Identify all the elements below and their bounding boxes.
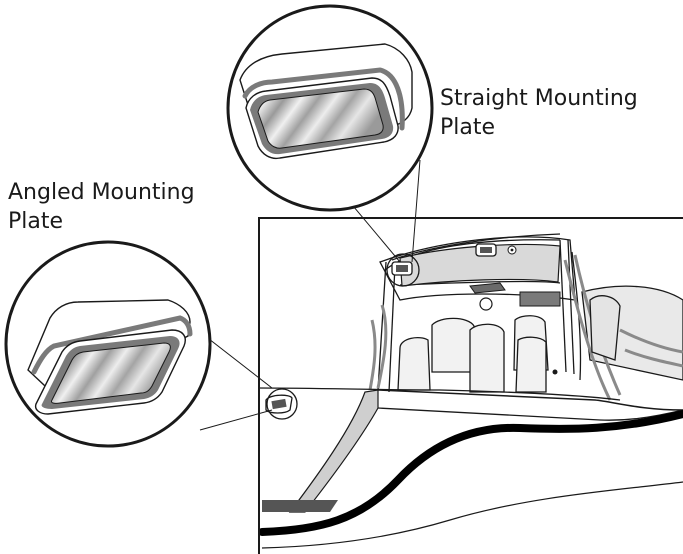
straight-label-line1: Straight Mounting [440, 86, 638, 111]
hull-top [377, 389, 683, 411]
angled-label-line2: Plate [8, 209, 64, 234]
seats [397, 295, 621, 393]
electronics-box [519, 291, 561, 307]
mounted-unit-top [475, 243, 497, 257]
gunwale-fitting [552, 369, 558, 375]
angled-plate-callout [4, 240, 212, 448]
canopy-underside [399, 243, 561, 287]
angled-label-line1: Angled Mounting [8, 180, 195, 205]
hull-side-panel [288, 389, 379, 513]
straight-plate-callout [226, 4, 434, 212]
target-circle-straight [386, 253, 420, 287]
steering-wheel [479, 297, 493, 311]
target-circle-angled [266, 388, 298, 420]
mounted-unit-angled [265, 394, 293, 414]
straight-mounting-plate-label: Straight Mounting Plate [440, 84, 638, 142]
mounted-unit-straight [391, 261, 413, 276]
angled-mounting-plate-label: Angled Mounting Plate [8, 178, 195, 236]
boat-illustration [259, 233, 683, 549]
hull-stripe [259, 410, 683, 536]
hull-lower [261, 481, 683, 549]
boat-frame [258, 217, 683, 554]
overhead-light [469, 282, 506, 294]
straight-label-line2: Plate [440, 115, 496, 140]
gunwale-line [259, 387, 621, 401]
